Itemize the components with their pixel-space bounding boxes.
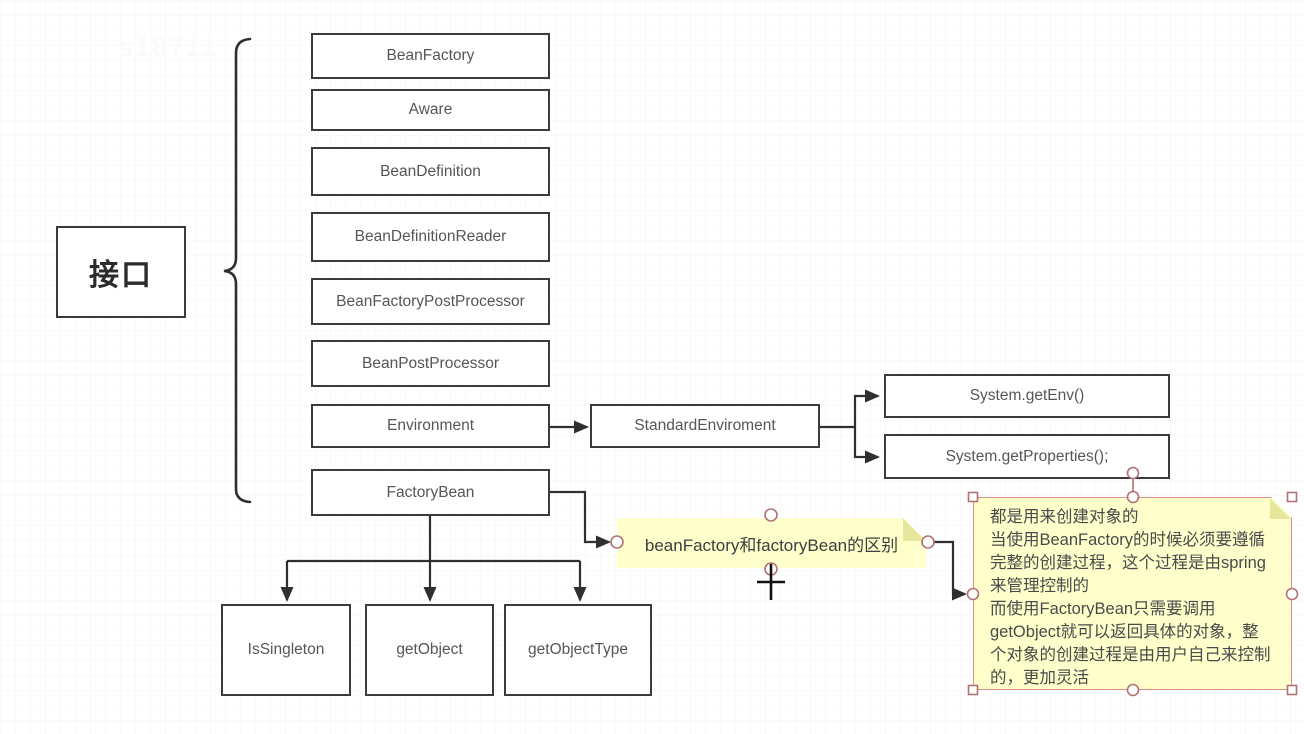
shape-label: BeanFactory [386, 47, 475, 64]
shape-standardenviroment[interactable]: StandardEnviroment [590, 404, 820, 448]
shape-label: 接口 [89, 259, 153, 292]
shape-label: getObject [396, 641, 463, 658]
shape-environment[interactable]: Environment [311, 404, 550, 448]
note-beanfactory-vs-factorybean[interactable]: beanFactory和factoryBean的区别 [617, 518, 926, 568]
note-difference-explanation[interactable]: 都是用来创建对象的 当使用BeanFactory的时候必须要遵循 完整的创建过程… [973, 497, 1292, 690]
connector-factorybean-smallnote[interactable] [550, 490, 611, 549]
shape-label: IsSingleton [247, 641, 325, 658]
curly-brace[interactable] [223, 37, 252, 504]
shape-beandefinitionreader[interactable]: BeanDefinitionReader [311, 212, 550, 262]
crosshair-cursor [757, 564, 785, 600]
shape-beanpostprocessor[interactable]: BeanPostProcessor [311, 340, 550, 387]
note-text-line: 当使用BeanFactory的时候必须要遵循 [990, 531, 1266, 549]
note-text-line: 个对象的创建过程是由用户自己来控制 [990, 646, 1271, 664]
note-text-line: 完整的创建过程，这个过程是由spring [990, 554, 1266, 572]
shape-label: BeanFactoryPostProcessor [336, 292, 525, 310]
shape-label: Environment [386, 417, 474, 434]
shape-label: StandardEnviroment [634, 417, 776, 434]
connector-standardenviroment-getenv[interactable] [820, 389, 880, 429]
note-text-line: 的，更加灵活 [990, 669, 1089, 687]
shape-beanfactorypostprocessor[interactable]: BeanFactoryPostProcessor [311, 278, 550, 325]
note-text-line: 都是用来创建对象的 [990, 508, 1139, 526]
shape-label: getObjectType [528, 641, 628, 658]
shape-beanfactory[interactable]: BeanFactory [311, 33, 550, 79]
note-text: beanFactory和factoryBean的区别 [644, 535, 899, 555]
shape-label: BeanDefinitionReader [354, 228, 507, 245]
resize-handle-ne[interactable] [1286, 491, 1298, 503]
shape-label: Aware [408, 101, 453, 118]
watermark: s18711 [118, 32, 219, 62]
note-fold-corner [1270, 498, 1291, 519]
note-text-line: getObject就可以返回具体的对象，整 [990, 623, 1259, 641]
shape-getobject[interactable]: getObject [365, 604, 494, 696]
shape-factorybean[interactable]: FactoryBean [311, 469, 550, 516]
note-fold-corner [903, 518, 926, 541]
shape-label: BeanDefinition [380, 162, 481, 180]
shape-system-getproperties[interactable]: System.getProperties(); [884, 434, 1170, 479]
shape-getobjecttype[interactable]: getObjectType [504, 604, 652, 696]
note-text-line: 而使用FactoryBean只需要调用 [990, 600, 1216, 618]
shape-label: System.getProperties(); [945, 447, 1109, 465]
shape-label: System.getEnv() [969, 387, 1085, 404]
shape-aware[interactable]: Aware [311, 89, 550, 131]
connector-standardenviroment-getproperties[interactable] [853, 427, 880, 464]
shape-issingleton[interactable]: IsSingleton [221, 604, 351, 696]
shape-label: FactoryBean [386, 483, 475, 501]
shape-label: BeanPostProcessor [362, 354, 499, 372]
connector-smallnote-bignote[interactable] [934, 540, 967, 601]
note-text-line: 来管理控制的 [990, 577, 1089, 595]
shape-system-getenv[interactable]: System.getEnv() [884, 374, 1170, 418]
shape-beandefinition[interactable]: BeanDefinition [311, 147, 550, 196]
shape-root-interface[interactable]: 接口 [56, 226, 186, 318]
